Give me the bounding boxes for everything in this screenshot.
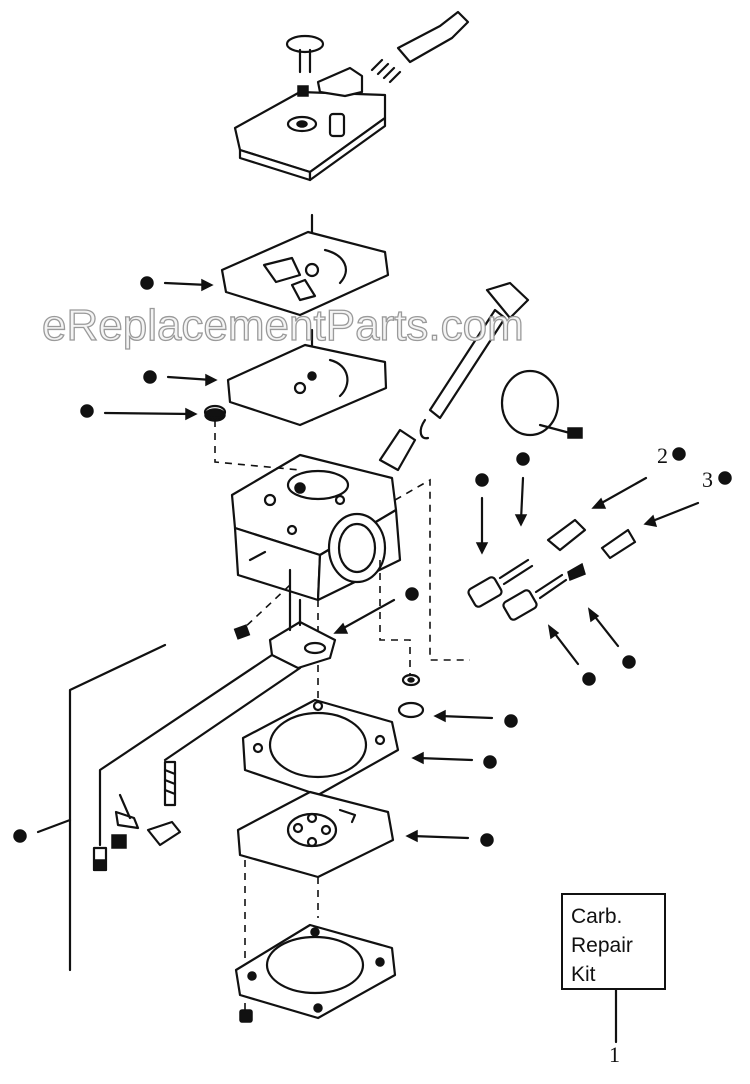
callout-item-3: 3 — [643, 467, 732, 527]
callout-arrow-cap-a — [547, 624, 596, 686]
callout-arrow-gasket-1 — [140, 276, 214, 292]
callout-number-3: 3 — [702, 467, 713, 492]
check-valve — [397, 673, 425, 719]
metering-gasket — [220, 213, 390, 317]
callout-arrow-screen — [80, 404, 198, 421]
carb-repair-kit-box: Carb. Repair Kit — [561, 893, 666, 990]
routing-line-check-valve — [379, 560, 411, 675]
throttle-shaft-assembly — [378, 281, 583, 472]
callout-number-2: 2 — [657, 443, 668, 468]
callout-item-1: 1 — [609, 988, 620, 1067]
callout-arrow-pump-gasket — [411, 751, 497, 769]
callout-arrow-lever — [333, 587, 419, 634]
routing-line-needles — [394, 478, 470, 661]
metering-diaphragm — [226, 328, 388, 427]
callout-arrow-check-valve — [433, 709, 518, 728]
carburetor-body — [214, 420, 402, 700]
callout-arrow-needle-a — [475, 473, 489, 555]
callout-item-2: 2 — [591, 443, 686, 509]
pump-diaphragm — [236, 790, 395, 879]
callout-arrow-diaphragm-1 — [143, 370, 218, 387]
kit-label-line-3: Kit — [571, 963, 596, 986]
mixture-needles — [467, 518, 637, 621]
inlet-screen — [203, 404, 227, 422]
small-parts-group — [68, 643, 302, 972]
metering-cover-assembly — [233, 10, 470, 182]
callout-number-1: 1 — [609, 1042, 620, 1067]
pump-cover — [234, 860, 397, 1023]
callout-arrow-pump-diaphragm — [405, 829, 494, 847]
pump-gasket — [241, 698, 400, 797]
callout-arrow-small-parts — [13, 818, 72, 843]
kit-label-line-2: Repair — [571, 934, 633, 957]
kit-label-line-1: Carb. — [571, 905, 623, 928]
callout-arrow-needle-b — [514, 452, 530, 527]
callout-arrow-cap-b — [587, 607, 636, 669]
watermark-text: eReplacementParts.com — [42, 301, 524, 350]
